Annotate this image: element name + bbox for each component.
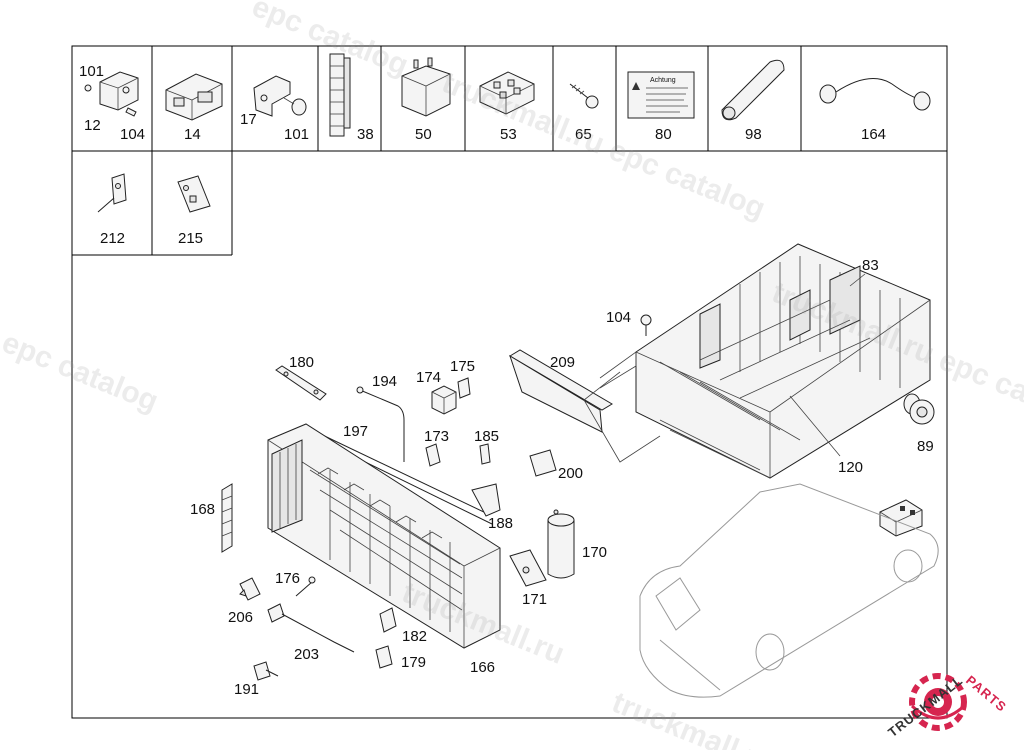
cable-assembly-icon	[819, 78, 931, 111]
cell-label-101a: 101	[79, 63, 104, 80]
bracket-171	[509, 549, 547, 587]
fuse-box-166	[267, 423, 501, 649]
cable-194	[356, 386, 405, 462]
terminal-191	[253, 661, 279, 681]
connector-206	[239, 577, 261, 601]
flat-terminal-icon	[97, 173, 127, 213]
callout-209: 209	[550, 354, 575, 371]
relay-socket-icon	[479, 71, 535, 115]
callout-206: 206	[228, 609, 253, 626]
cell-label-80: 80	[655, 126, 672, 143]
wire-203	[267, 603, 355, 653]
cell-label-65: 65	[575, 126, 592, 143]
cell-label-14: 14	[184, 126, 201, 143]
callout-104: 104	[606, 309, 631, 326]
cell-label-50: 50	[415, 126, 432, 143]
cell-label-164: 164	[861, 126, 886, 143]
connector-89	[903, 393, 935, 425]
callout-171: 171	[522, 591, 547, 608]
callout-194: 194	[372, 373, 397, 390]
callout-180: 180	[289, 354, 314, 371]
callout-170: 170	[582, 544, 607, 561]
mounting-plate-icon	[177, 175, 211, 213]
callout-173: 173	[424, 428, 449, 445]
cell-label-212: 212	[100, 230, 125, 247]
terminal-185	[479, 443, 491, 465]
bracket-173	[425, 443, 441, 467]
relay-icon	[401, 57, 451, 117]
cell-label-104a: 104	[120, 126, 145, 143]
callout-191: 191	[234, 681, 259, 698]
pin-176	[295, 576, 316, 597]
catalog-grid	[72, 46, 947, 256]
callout-89: 89	[917, 438, 934, 455]
cell-label-17: 17	[240, 111, 257, 128]
logo-brand-right: PARTS	[963, 672, 1009, 714]
plate-180	[275, 365, 327, 401]
bracket-188	[471, 483, 501, 517]
callout-197: 197	[343, 423, 368, 440]
cell-label-38: 38	[357, 126, 374, 143]
callout-83: 83	[862, 257, 879, 274]
terminal-strip-icon	[329, 53, 351, 137]
warning-label-title: Achtung	[650, 77, 676, 84]
callout-182: 182	[402, 628, 427, 645]
cell-label-53: 53	[500, 126, 517, 143]
callout-174: 174	[416, 369, 441, 386]
clip-179	[375, 645, 393, 669]
callout-168: 168	[190, 501, 215, 518]
diagram-frame	[71, 45, 948, 719]
cover-panel-209	[509, 349, 637, 433]
strip-168	[221, 483, 233, 553]
electrical-box-83	[635, 243, 931, 479]
cell-label-101b: 101	[284, 126, 309, 143]
screw-icon	[569, 83, 599, 109]
connector-housing-icon	[165, 73, 223, 121]
callout-203: 203	[294, 646, 319, 663]
callout-175: 175	[450, 358, 475, 375]
cell-label-98: 98	[745, 126, 762, 143]
callout-120: 120	[838, 459, 863, 476]
callout-179: 179	[401, 654, 426, 671]
bolt-104	[640, 314, 652, 336]
watermark-text-3: epc catalog	[0, 326, 163, 418]
clip-assembly-icon	[84, 71, 139, 117]
clip-182	[379, 607, 397, 633]
watermark-text-2: truckmall.ru epc catalog	[437, 66, 769, 226]
callout-185: 185	[474, 428, 499, 445]
relay-174	[431, 385, 457, 415]
callout-188: 188	[488, 515, 513, 532]
callout-166: 166	[470, 659, 495, 676]
switch-block	[879, 499, 923, 537]
capacitor-170	[547, 509, 575, 579]
truckmall-logo	[909, 673, 967, 731]
bracket-cap-icon	[253, 75, 307, 117]
cell-label-12: 12	[84, 117, 101, 134]
warning-label-icon	[627, 71, 695, 119]
cover-sleeve-icon	[721, 59, 785, 121]
cell-label-215: 215	[178, 230, 203, 247]
plate-200	[529, 449, 557, 477]
clip-175	[457, 377, 471, 399]
callout-176: 176	[275, 570, 300, 587]
callout-200: 200	[558, 465, 583, 482]
truck-outline	[639, 483, 939, 698]
